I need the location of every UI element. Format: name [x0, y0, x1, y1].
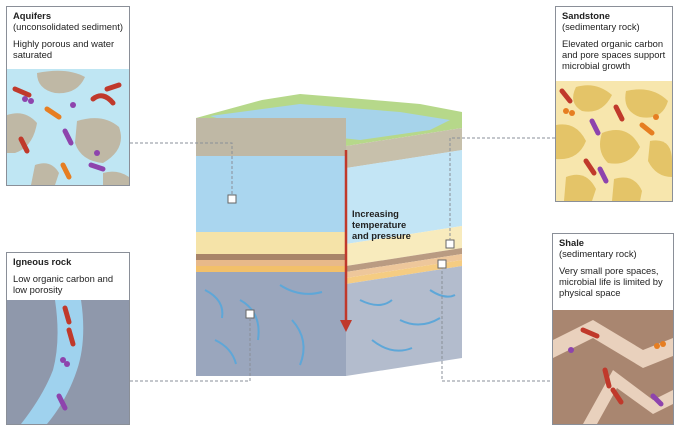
- gradient-label-line3: and pressure: [352, 230, 411, 241]
- gradient-label-line1: Increasing: [352, 208, 399, 219]
- layer-igneous-front: [196, 272, 346, 376]
- igneous-description: Low organic carbon and low porosity: [13, 273, 114, 295]
- shale-description: Very small pore spaces, microbial life i…: [559, 265, 663, 298]
- layer-aquifer-front: [196, 156, 346, 232]
- sandstone-illustration: [556, 81, 672, 201]
- aquifers-description: Highly porous and water saturated: [13, 38, 115, 60]
- igneous-title: Igneous rock: [13, 256, 72, 267]
- sandstone-description: Elevated organic carbon and pore spaces …: [562, 38, 666, 71]
- aquifers-illustration: [7, 69, 129, 185]
- gradient-label: Increasing temperature and pressure: [352, 208, 411, 241]
- shale-illustration: [553, 310, 673, 424]
- marker-sandstone: [445, 239, 455, 249]
- layer-aquifer-side: [346, 150, 462, 244]
- marker-igneous: [245, 309, 255, 319]
- sandstone-panel: Sandstone (sedimentary rock) Elevated or…: [555, 6, 673, 202]
- gradient-label-line2: temperature: [352, 219, 407, 230]
- aquifers-subtitle: (unconsolidated sediment): [13, 21, 123, 32]
- shale-panel: Shale (sedimentary rock) Very small pore…: [552, 233, 674, 425]
- layer-orange-front: [196, 266, 346, 272]
- layer-sandstone-front: [196, 232, 346, 254]
- layer-shale-light-front: [196, 260, 346, 266]
- marker-shale: [437, 259, 447, 269]
- layer-shale-light-side: [346, 254, 462, 278]
- shale-subtitle: (sedimentary rock): [559, 248, 637, 259]
- layer-sandstone-side: [346, 226, 462, 266]
- leader-lines: [130, 137, 555, 382]
- gradient-arrow-head: [340, 320, 352, 332]
- shale-title: Shale: [559, 237, 585, 248]
- layer-shale-front: [196, 254, 346, 260]
- aquifers-panel: Aquifers (unconsolidated sediment) Highl…: [6, 6, 130, 186]
- surface-dip: [346, 130, 462, 168]
- layer-sediment-front: [196, 118, 346, 156]
- layer-orange-side: [346, 260, 462, 284]
- marker-aquifer: [227, 194, 237, 204]
- igneous-panel: Igneous rock Low organic carbon and low …: [6, 252, 130, 425]
- layer-shale-side: [346, 248, 462, 272]
- sandstone-title: Sandstone: [562, 10, 610, 21]
- sandstone-subtitle: (sedimentary rock): [562, 21, 640, 32]
- igneous-illustration: [7, 300, 129, 424]
- aquifers-title: Aquifers: [13, 10, 52, 21]
- fractures: [204, 284, 456, 366]
